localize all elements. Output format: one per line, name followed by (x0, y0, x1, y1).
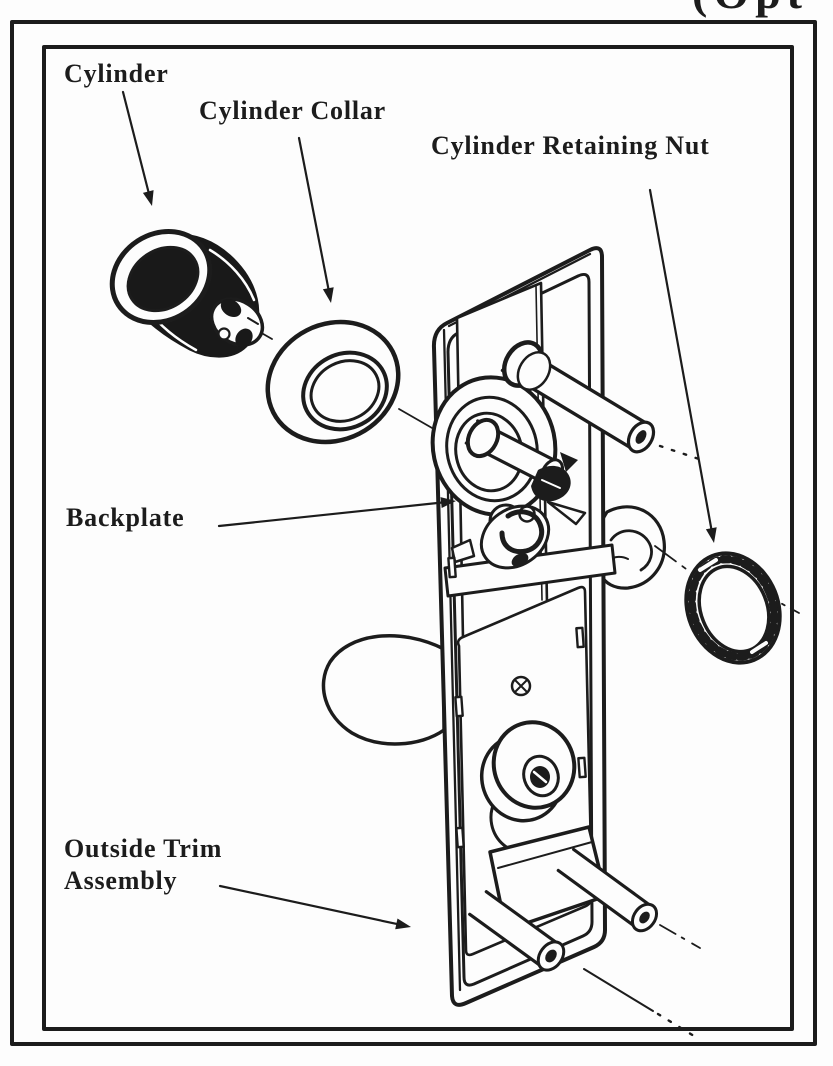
spindle-hub (479, 720, 577, 856)
leader-arrow-cylinder-collar (297, 136, 334, 303)
leader-arrow-outside-trim (218, 884, 411, 930)
retaining-nut-part (684, 551, 782, 665)
label-backplate: Backplate (66, 503, 185, 532)
leader-arrow-retaining-nut (648, 188, 717, 543)
clipped-heading-text: (Opt (692, 0, 808, 16)
leader-arrow-backplate (217, 497, 456, 528)
label-outside-trim-assembly-line2: Assembly (64, 866, 178, 895)
label-outside-trim-assembly-line1: Outside Trim (64, 834, 223, 863)
cylinder-collar-part (265, 319, 401, 445)
mounting-slots (447, 556, 587, 849)
figure-border-outer (10, 20, 817, 1046)
lever-handle-hidden (321, 633, 446, 746)
lower-mounting-post-b (468, 890, 566, 972)
label-cylinder: Cylinder (64, 59, 169, 88)
figure-border-inner (42, 45, 794, 1031)
label-cylinder-collar: Cylinder Collar (199, 96, 387, 125)
lower-mounting-post-a (556, 847, 659, 933)
cylinder-part (109, 228, 265, 358)
leader-arrow-cylinder (121, 90, 154, 206)
label-cylinder-retaining-nut: Cylinder Retaining Nut (431, 131, 710, 160)
upper-mounting-post (500, 340, 656, 454)
mounting-crossbar (443, 543, 617, 598)
